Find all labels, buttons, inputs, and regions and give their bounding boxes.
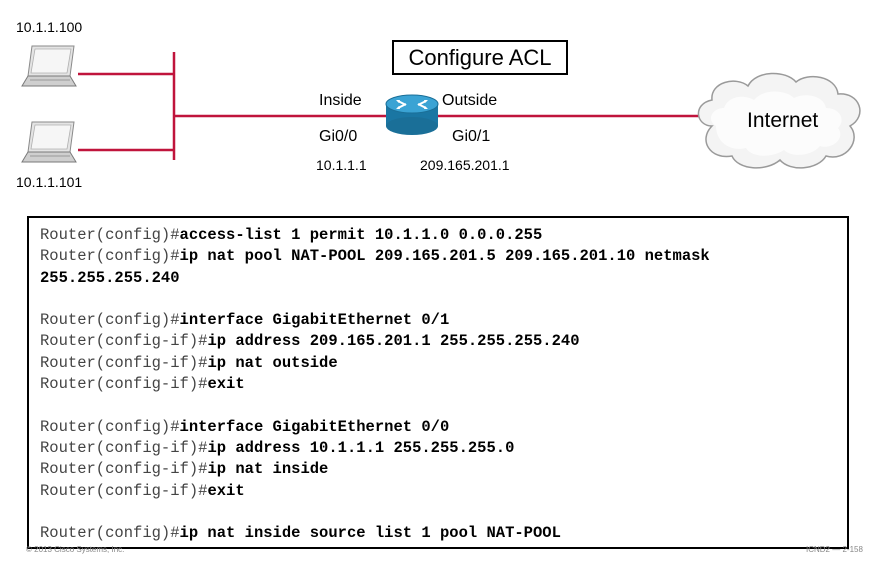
config-blank-line (40, 289, 710, 310)
internet-cloud-icon (697, 72, 861, 169)
config-line: Router(config-if)#exit (40, 374, 710, 395)
config-blank-line (40, 395, 710, 416)
config-line: Router(config-if)#ip nat outside (40, 353, 710, 374)
config-commands: Router(config)#access-list 1 permit 10.1… (40, 225, 710, 544)
cli-command: access-list 1 permit 10.1.1.0 0.0.0.255 (179, 226, 543, 244)
configure-acl-callout: Configure ACL (392, 40, 568, 75)
cli-command: exit (207, 375, 245, 394)
cli-command: ip address 10.1.1.1 255.255.255.0 (207, 438, 515, 457)
outside-ip-label: 209.165.201.1 (420, 157, 510, 173)
config-line: Router(config)#ip nat pool NAT-POOL 209.… (40, 246, 710, 267)
cli-command: interface GigabitEthernet 0/1 (179, 311, 450, 330)
cli-prompt: Router(config-if)# (40, 460, 208, 479)
cli-command: ip nat inside (207, 460, 329, 479)
cli-prompt: Router(config-if)# (40, 375, 208, 394)
inside-ip-label: 10.1.1.1 (316, 157, 367, 173)
pc-top-ip: 10.1.1.100 (16, 19, 83, 35)
cli-prompt: Router(config)# (40, 226, 180, 244)
cli-command: ip nat inside source list 1 pool NAT-POO… (179, 524, 561, 543)
config-commands-box: Router(config)#access-list 1 permit 10.1… (27, 216, 849, 549)
laptop-icon (21, 45, 77, 87)
config-line: Router(config-if)#ip address 209.165.201… (40, 331, 710, 352)
slide-reference: ICND2 — 2-158 (806, 545, 863, 554)
config-line: Router(config-if)#ip address 10.1.1.1 25… (40, 438, 710, 459)
config-line: Router(config-if)#exit (40, 481, 710, 502)
cli-command: 255.255.255.240 (40, 268, 180, 287)
config-line: Router(config)#ip nat inside source list… (40, 523, 710, 544)
config-line: 255.255.255.240 (40, 268, 710, 289)
cli-prompt: Router(config)# (40, 311, 180, 330)
config-blank-line (40, 502, 710, 523)
cli-prompt: Router(config-if)# (40, 438, 208, 457)
configure-acl-label: Configure ACL (408, 44, 552, 70)
outside-label: Outside (442, 92, 498, 109)
cli-prompt: Router(config-if)# (40, 332, 208, 351)
config-line: Router(config-if)#ip nat inside (40, 459, 710, 480)
laptop-icon (21, 121, 77, 163)
cli-command: interface GigabitEthernet 0/0 (179, 417, 450, 436)
outside-interface-label: Gi0/1 (452, 128, 491, 145)
cli-prompt: Router(config)# (40, 417, 180, 436)
router-icon (385, 94, 439, 135)
cli-command: ip nat outside (207, 353, 338, 372)
cli-prompt: Router(config)# (40, 247, 180, 266)
config-line: Router(config)#interface GigabitEthernet… (40, 310, 710, 331)
inside-label: Inside (319, 92, 362, 109)
config-line: Router(config)#access-list 1 permit 10.1… (40, 225, 710, 246)
cli-prompt: Router(config)# (40, 524, 180, 543)
cli-prompt: Router(config-if)# (40, 481, 208, 500)
copyright-text: © 2013 Cisco Systems, Inc. (26, 545, 125, 554)
inside-interface-label: Gi0/0 (319, 128, 358, 145)
internet-label: Internet (747, 109, 819, 132)
cli-prompt: Router(config-if)# (40, 353, 208, 372)
pc-bottom-ip: 10.1.1.101 (16, 174, 83, 190)
config-line: Router(config)#interface GigabitEthernet… (40, 417, 710, 438)
cli-command: exit (207, 481, 245, 500)
cli-command: ip address 209.165.201.1 255.255.255.240 (207, 332, 580, 351)
cli-command: ip nat pool NAT-POOL 209.165.201.5 209.1… (179, 247, 710, 266)
